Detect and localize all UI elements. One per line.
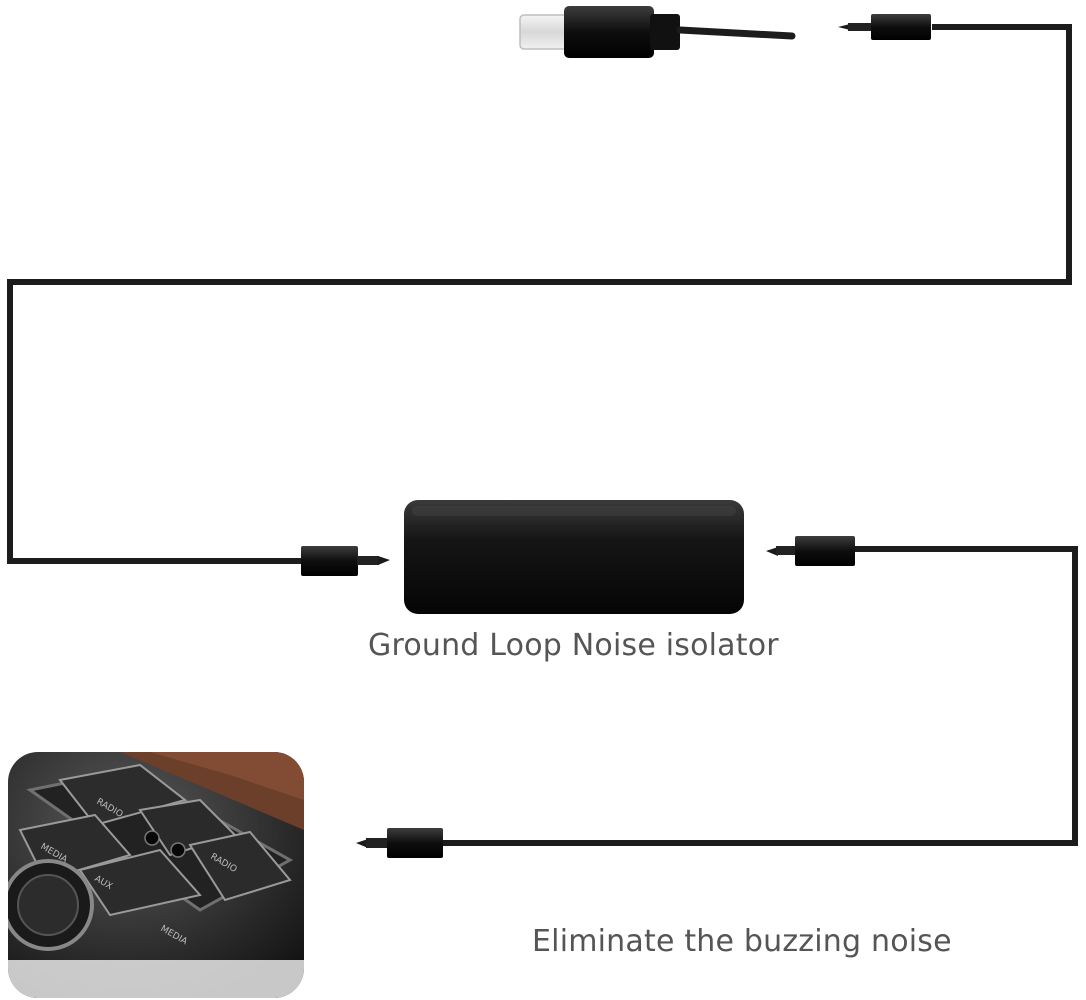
aux-jack-isolator-right-icon [766, 536, 855, 566]
ground-loop-isolator-icon [404, 500, 744, 614]
isolator-caption: Ground Loop Noise isolator [368, 628, 779, 663]
car-aux-port-photo: RADIO MEDIA AUX RADIO MEDIA [8, 752, 304, 998]
cable-output [442, 546, 1078, 846]
aux-jack-isolator-left-icon [301, 546, 390, 576]
aux-jack-bottom-icon [356, 828, 443, 858]
lightning-connector-icon [519, 6, 796, 58]
cable-input [7, 24, 1072, 564]
result-caption: Eliminate the buzzing noise [532, 924, 952, 959]
aux-jack-top-icon [838, 14, 931, 40]
